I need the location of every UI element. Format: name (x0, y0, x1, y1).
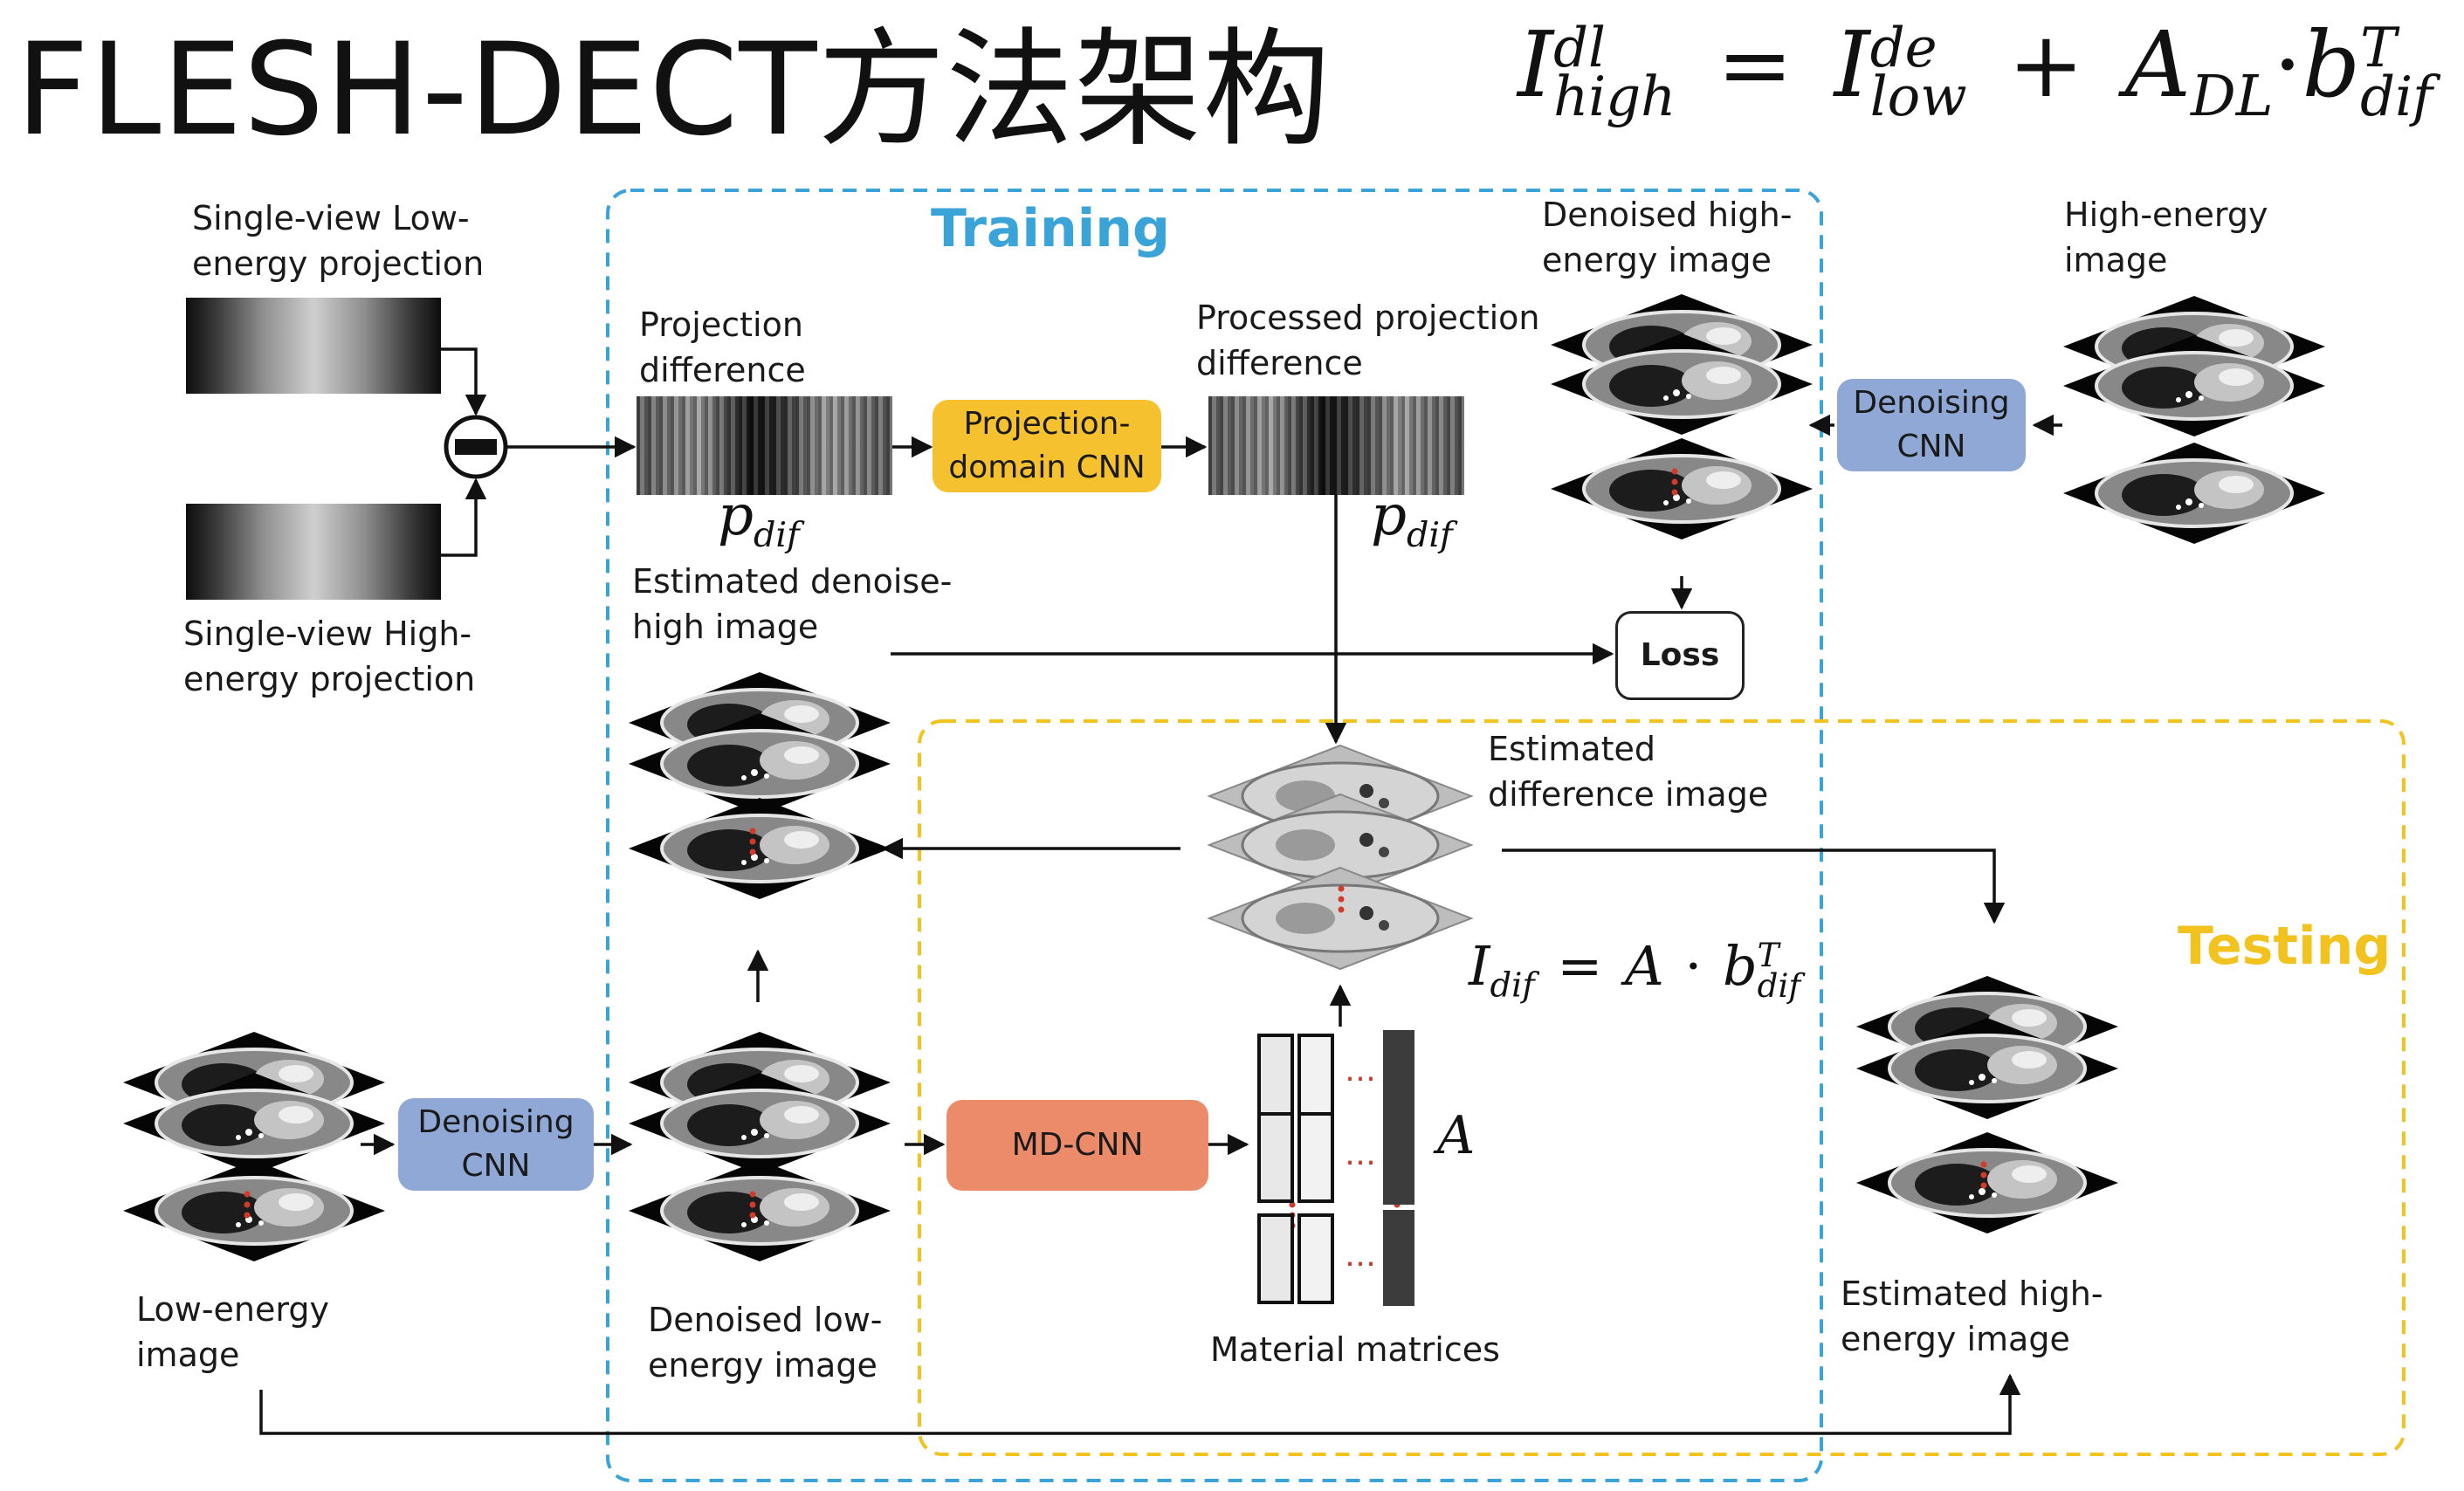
training-label: Training (931, 198, 1170, 259)
label-denoised-high-energy: Denoised high- energy image (1542, 196, 1793, 280)
projection-difference-image (637, 396, 892, 495)
md-cnn-box: MD-CNN (946, 1100, 1208, 1191)
label-processed-projection-difference: Processed projection difference (1196, 299, 1540, 383)
label-estimated-denoise-high: Estimated denoise- high image (632, 562, 953, 647)
ct-stack-estimated-denoise-high (627, 670, 892, 901)
ct-stack-estimated-difference (1208, 744, 1473, 971)
label-material-matrices: Material matrices (1210, 1330, 1500, 1369)
p-dif-right: pdif (1371, 484, 1453, 555)
label-high-energy-image: High-energy image (2064, 196, 2268, 280)
label-low-energy-projection: Single-view Low- energy projection (192, 199, 485, 284)
label-high-energy-projection: Single-view High- energy projection (183, 615, 476, 699)
matrix-ellipsis-1: … (1345, 1053, 1376, 1089)
material-matrix-grid (1257, 1030, 1414, 1306)
label-low-energy-image: Low-energy image (136, 1290, 329, 1375)
processed-projection-difference-image (1208, 396, 1464, 495)
ct-stack-estimated-high (1855, 974, 2120, 1235)
label-projection-difference: Projection difference (639, 306, 806, 390)
matrix-ellipsis-3: … (1345, 1238, 1376, 1274)
low-energy-projection-image (186, 298, 441, 394)
denoising-cnn-bottom-box: Denoising CNN (398, 1098, 594, 1191)
testing-label: Testing (2178, 916, 2392, 977)
projection-domain-cnn-box: Projection- domain CNN (933, 400, 1161, 492)
matrix-ellipsis-2: … (1345, 1137, 1376, 1172)
ct-stack-denoised-high (1549, 292, 1814, 541)
high-energy-projection-image (186, 504, 441, 600)
loss-box: Loss (1615, 611, 1745, 700)
label-denoised-low-energy: Denoised low- energy image (648, 1301, 883, 1385)
label-estimated-high-energy: Estimated high- energy image (1841, 1275, 2103, 1359)
denoising-cnn-top-box: Denoising CNN (1837, 379, 2026, 471)
matrix-A-symbol: A (1437, 1105, 1476, 1166)
ct-stack-low-energy (121, 1030, 387, 1263)
p-dif-left: pdif (718, 484, 800, 555)
ct-stack-denoised-low (627, 1030, 892, 1263)
page-title: FLESH-DECT方法架构 (16, 16, 1332, 164)
ct-stack-high-energy (2061, 294, 2327, 546)
label-estimated-difference: Estimated difference image (1488, 730, 1769, 814)
